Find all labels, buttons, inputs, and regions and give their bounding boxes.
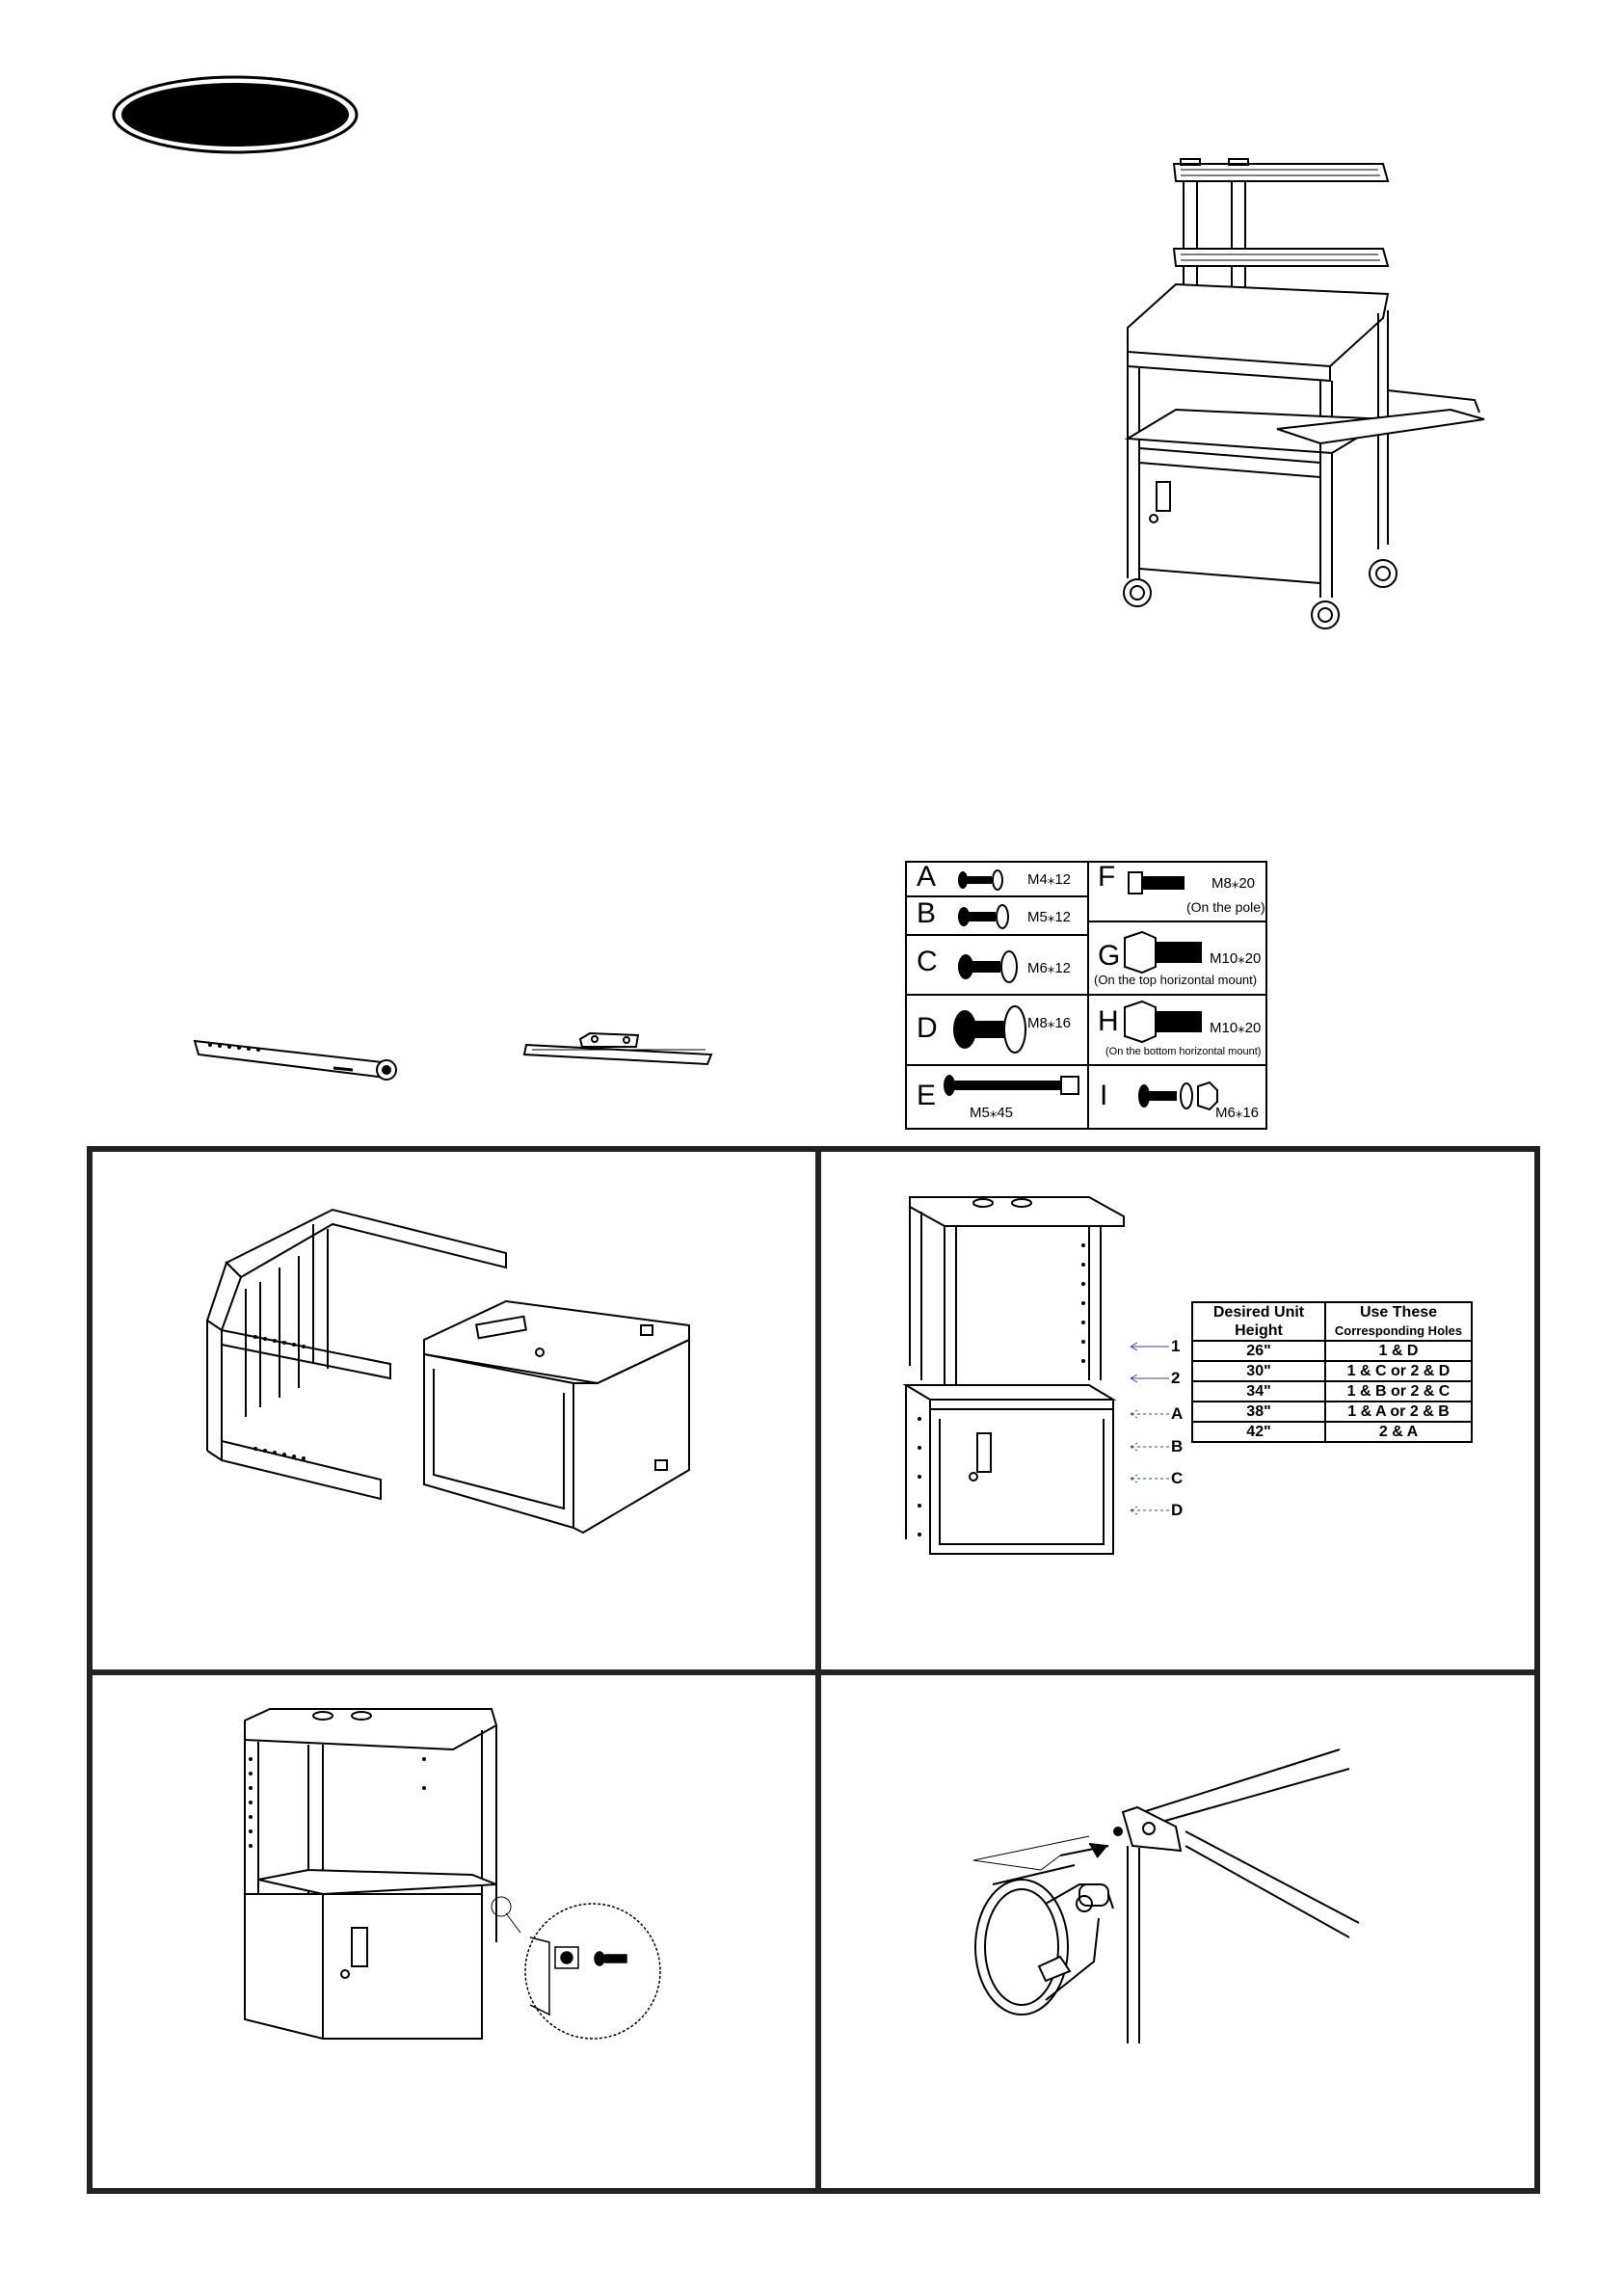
screw-e-icon — [942, 1071, 1084, 1100]
height-cell: 38" — [1192, 1402, 1325, 1422]
screw-a-icon — [957, 868, 1005, 892]
hw-note-f: (On the pole) — [1186, 899, 1265, 915]
holes-cell: 1 & B or 2 & C — [1325, 1381, 1472, 1402]
hw-letter-a: A — [917, 861, 936, 894]
height-table-header-holes: Use These Corresponding Holes — [1325, 1302, 1472, 1341]
height-cell: 34" — [1192, 1381, 1325, 1402]
hw-letter-d: D — [917, 1012, 938, 1045]
table-row: 30" 1 & C or 2 & D — [1192, 1361, 1472, 1381]
hw-letter-g: G — [1098, 940, 1120, 973]
hw-letter-i: I — [1100, 1080, 1107, 1112]
hw-spec-h: M10⁎20 — [1210, 1019, 1261, 1036]
height-cell: 30" — [1192, 1361, 1325, 1381]
table-row: 26" 1 & D — [1192, 1341, 1472, 1361]
screw-g-icon — [1121, 930, 1206, 974]
hw-spec-c: M6⁎12 — [1027, 959, 1071, 976]
hw-spec-d: M8⁎16 — [1027, 1014, 1071, 1031]
brand-logo-oval — [112, 75, 359, 154]
cart-overview-illustration — [1108, 145, 1494, 646]
height-cell: 26" — [1192, 1341, 1325, 1361]
hw-letter-h: H — [1098, 1005, 1119, 1038]
hole-label-a: A — [1171, 1404, 1183, 1424]
hw-letter-c: C — [917, 946, 938, 978]
screw-i-icon — [1136, 1077, 1219, 1115]
hole-label-1: 1 — [1171, 1337, 1180, 1356]
hw-note-g: (On the top horizontal mount) — [1094, 973, 1257, 987]
screw-detail-magnifier — [520, 1899, 665, 2043]
screw-d-icon — [951, 1001, 1028, 1057]
hw-spec-a: M4⁎12 — [1027, 870, 1071, 888]
table-row: 34" 1 & B or 2 & C — [1192, 1381, 1472, 1402]
hw-spec-f: M8⁎20 — [1211, 874, 1255, 892]
hardware-table: A M4⁎12 B M5⁎12 C M6⁎12 D M8⁎16 E M5⁎45 … — [905, 861, 1267, 1130]
hw-letter-b: B — [917, 897, 936, 930]
hw-spec-b: M5⁎12 — [1027, 908, 1071, 925]
screw-h-icon — [1121, 1000, 1206, 1044]
hole-label-c: C — [1171, 1469, 1183, 1488]
height-cell: 42" — [1192, 1422, 1325, 1442]
hole-label-d: D — [1171, 1501, 1183, 1520]
height-holes-table: Desired Unit Height Use These Correspond… — [1191, 1301, 1473, 1443]
step4-caster-install-illustration — [964, 1740, 1378, 2048]
holes-cell: 2 & A — [1325, 1422, 1472, 1442]
height-table-header-holes-line1: Use These — [1326, 1303, 1471, 1322]
screw-c-icon — [957, 948, 1019, 986]
hw-letter-e: E — [917, 1080, 936, 1112]
holes-cell: 1 & C or 2 & D — [1325, 1361, 1472, 1381]
holes-cell: 1 & D — [1325, 1341, 1472, 1361]
step2-height-adjust-illustration — [896, 1188, 1128, 1559]
part-horizontal-mount — [522, 1028, 715, 1076]
hw-note-h: (On the bottom horizontal mount) — [1105, 1046, 1261, 1057]
screw-f-icon — [1127, 868, 1188, 897]
hw-spec-g: M10⁎20 — [1210, 949, 1261, 967]
hw-spec-i: M6⁎16 — [1215, 1104, 1259, 1121]
screw-b-icon — [957, 903, 1011, 930]
holes-cell: 1 & A or 2 & B — [1325, 1402, 1472, 1422]
hole-label-b: B — [1171, 1437, 1183, 1456]
hw-spec-e: M5⁎45 — [970, 1104, 1013, 1121]
step1-frame-cabinet-illustration — [188, 1200, 718, 1557]
table-row: 38" 1 & A or 2 & B — [1192, 1402, 1472, 1422]
part-pole-bracket — [189, 1031, 401, 1089]
table-row: 42" 2 & A — [1192, 1422, 1472, 1442]
hole-label-2: 2 — [1171, 1369, 1180, 1388]
hw-letter-f: F — [1098, 861, 1115, 894]
height-table-header-holes-line2: Corresponding Holes — [1326, 1322, 1471, 1340]
height-table-header-height: Desired Unit Height — [1192, 1302, 1325, 1341]
hole-guide-arrows — [1126, 1335, 1174, 1528]
